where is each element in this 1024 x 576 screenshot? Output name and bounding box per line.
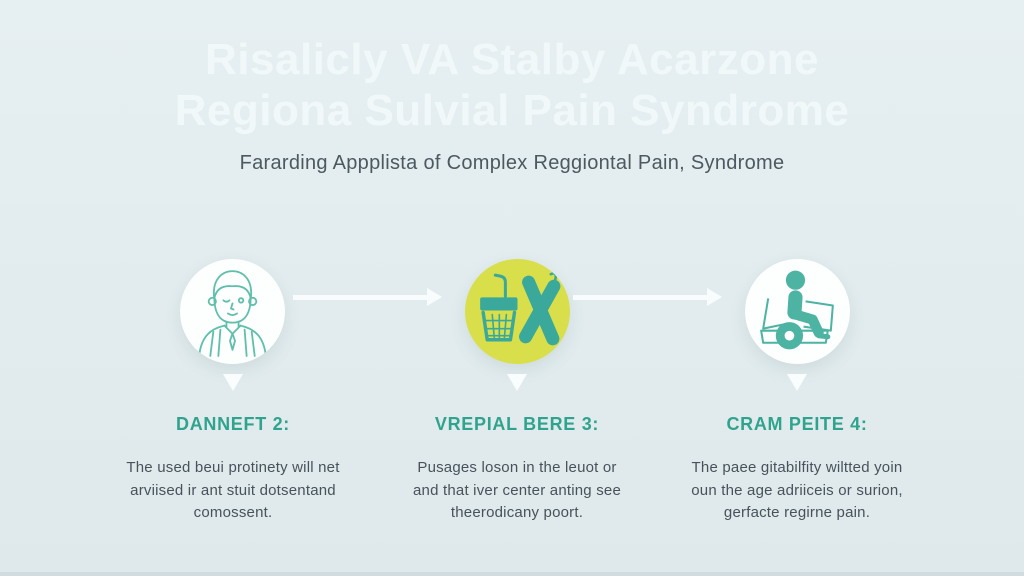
step-3-circle [745,259,850,364]
down-pointer-3 [787,374,807,391]
step-3-heading: CRAM PEITE 4: [726,414,868,434]
step-1-body-line: arviised ir ant stuit dotsentand [130,481,336,499]
page-subtitle: Fararding Appplista of Complex Reggionta… [239,152,785,174]
step-2-body-line: theerodicany poort. [450,504,584,521]
no-junk-food-icon [480,272,561,346]
step-3-text: CRAM PEITE 4: The paee gitabilfity wiltt… [657,414,937,525]
page-title: Risalicly VA Stalby Acarzone Regiona Sul… [0,34,1024,136]
step-1-heading: DANNEFT 2: [176,414,290,434]
step-3-body-line: The paee gitabilfity wiltted yoin [691,459,903,476]
step-1-body-line: The used beui protinety will net [126,459,340,476]
step-2-heading: VREPIAL BERE 3: [434,414,600,434]
flow-arrow-2 [573,288,722,306]
step-3-body-line: gerfacte regirne pain. [723,504,871,521]
person-icon [198,270,267,357]
step-1-text: DANNEFT 2: The used beui protinety will … [93,414,373,525]
step-2-text: VREPIAL BERE 3: Pusages loson in the leu… [377,414,657,525]
flow-arrow-1 [293,288,442,306]
step-2-body-line: Pusages loson in the leuot or [417,459,617,476]
step-2-body-line: and that iver center anting see [413,481,621,499]
title-line-2: Regiona Sulvial Pain Syndrome [174,86,850,135]
step-2-circle [465,259,570,364]
step-1-circle [180,259,285,364]
down-pointer-2 [507,374,527,391]
down-pointer-1 [223,374,243,391]
step-1-body-line: comossent. [193,504,273,521]
title-line-1: Risalicly VA Stalby Acarzone [205,35,819,84]
step-3-body-line: oun the age adriiceis or surion, [691,481,903,499]
wheelchair-icon [760,270,834,350]
